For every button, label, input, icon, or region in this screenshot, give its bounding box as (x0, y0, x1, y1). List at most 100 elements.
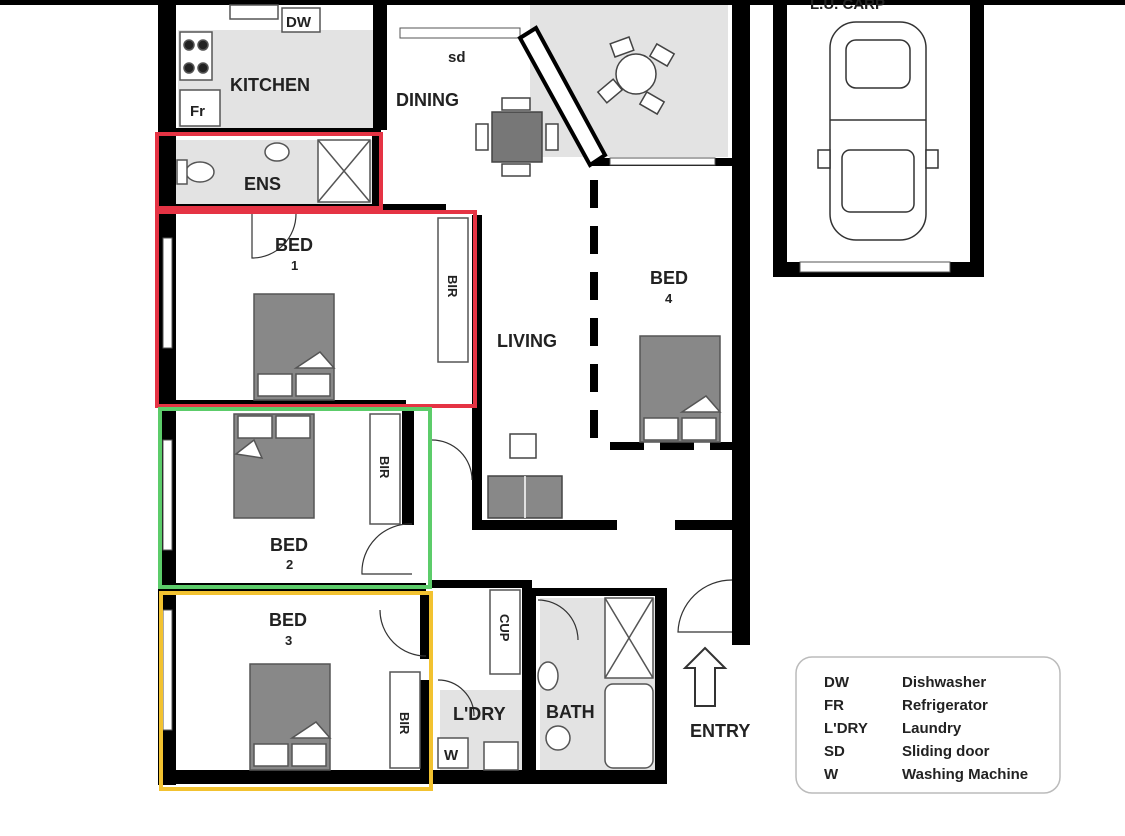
kitchen-ens-wall (176, 128, 381, 134)
round-table-chair (609, 36, 635, 58)
dining-furniture (475, 36, 676, 177)
built-in-robes (369, 217, 521, 769)
ensuite-basin (264, 142, 290, 162)
laundry-door-swing (437, 679, 475, 717)
carport-east-wall (970, 5, 984, 277)
entry-arrow-icon (682, 646, 728, 707)
bed3-pillow (253, 743, 289, 767)
room-highlights (155, 132, 477, 791)
bay-window-wall (517, 25, 608, 168)
bed3-door-swing (379, 609, 427, 657)
bir3-label: BIR (397, 712, 412, 735)
door-swings (251, 213, 733, 717)
kitchen-label: KITCHEN (230, 75, 310, 95)
bed3-label: BED (269, 610, 307, 630)
legend-abbr-w: W (824, 766, 839, 783)
bed1-label: BED (275, 235, 313, 255)
bath-door-swing (537, 599, 579, 641)
ens-east-wall (372, 134, 380, 206)
entry-door-swing (677, 579, 733, 633)
legend-meaning-ldry: Laundry (902, 720, 962, 737)
bed3-highlight (159, 591, 433, 791)
burner-icon (183, 39, 195, 51)
bed2-label: BED (270, 535, 308, 555)
bed3-window (162, 609, 173, 731)
legend-meaning-fr: Refrigerator (902, 697, 988, 714)
coffee-table (509, 433, 537, 459)
ens-label: ENS (244, 174, 281, 194)
dining-table-square (491, 111, 543, 163)
bed2-pillow (275, 415, 311, 439)
bed4-window (609, 157, 716, 166)
legend-box (795, 656, 1061, 794)
dining-chair (501, 97, 531, 111)
bed2-pillow (237, 415, 273, 439)
bath-laundry-fixtures (437, 597, 654, 771)
dining-sliding-door (399, 27, 521, 39)
legend-abbr-sd: SD (824, 743, 845, 760)
living-furniture (487, 433, 563, 519)
fr-label: Fr (190, 103, 205, 120)
dining-label: DINING (396, 90, 459, 110)
top-border (0, 0, 1125, 5)
cupboard-top-wall (432, 580, 532, 588)
kitchen-dining-wall (373, 5, 387, 130)
bed3-sheet-fold (289, 721, 332, 739)
round-table (615, 53, 657, 95)
ensuite-toilet (185, 161, 215, 183)
beds (233, 293, 722, 771)
bed3-pillow (291, 743, 327, 767)
bed1-number: 1 (291, 258, 298, 273)
w-label: W (444, 747, 459, 764)
laundry-south-wall (432, 770, 540, 784)
dw-label: DW (286, 14, 312, 31)
legend-abbr-ldry: L'DRY (824, 720, 868, 737)
laundry-trough (483, 741, 519, 771)
bath-top-wall (536, 588, 661, 596)
carport-label: L.U. CARP (810, 0, 885, 13)
round-table-chair (638, 90, 666, 116)
bathtub (604, 683, 654, 769)
dishwasher-box (281, 7, 321, 33)
bed1-pillow (295, 373, 331, 397)
legend-meaning-sd: Sliding door (902, 743, 990, 760)
washing-machine-box (437, 737, 469, 769)
room-labels: DW KITCHEN Fr sd DINING ENS BED 1 BIR LI… (190, 0, 885, 764)
ensuite-fixtures (176, 139, 371, 203)
legend-meaning-dw: Dishwasher (902, 674, 986, 691)
cupboard-box (489, 589, 521, 675)
bed3-number: 3 (285, 633, 292, 648)
sd-label: sd (448, 49, 466, 66)
ldry-label: L'DRY (453, 704, 506, 724)
living-door-swing (431, 439, 473, 481)
burner-icon (197, 39, 209, 51)
bir1-box (437, 217, 469, 363)
bath-east-wall (655, 588, 667, 772)
carport-west-wall (773, 5, 787, 277)
bed4-sheet-fold (679, 395, 722, 413)
bath-south-wall (540, 770, 667, 784)
bed1-sheet-fold (293, 351, 336, 369)
ensuite-toilet-cistern (176, 159, 188, 185)
bath-basin (537, 661, 559, 691)
cup-wall (490, 580, 522, 588)
bed4-label: BED (650, 268, 688, 288)
dining-chair (475, 123, 489, 151)
bed1-highlight (155, 210, 477, 408)
entry-label: ENTRY (690, 721, 750, 741)
bed2-highlight (158, 407, 432, 589)
legend: DW Dishwasher FR Refrigerator L'DRY Laun… (795, 656, 1061, 794)
round-table-chair (596, 78, 624, 104)
bed4-dashed-partition (590, 180, 732, 450)
east-wall (732, 5, 750, 645)
car-icon (817, 21, 939, 241)
kitchen-sink (229, 4, 279, 20)
bir3-box (389, 671, 421, 769)
laundry-bath-wall (522, 588, 536, 770)
bed4-number: 4 (665, 291, 673, 306)
bed2-sheet-fold (234, 438, 264, 459)
bed4-pillow (681, 417, 717, 441)
living-south-wall-right (675, 520, 735, 530)
